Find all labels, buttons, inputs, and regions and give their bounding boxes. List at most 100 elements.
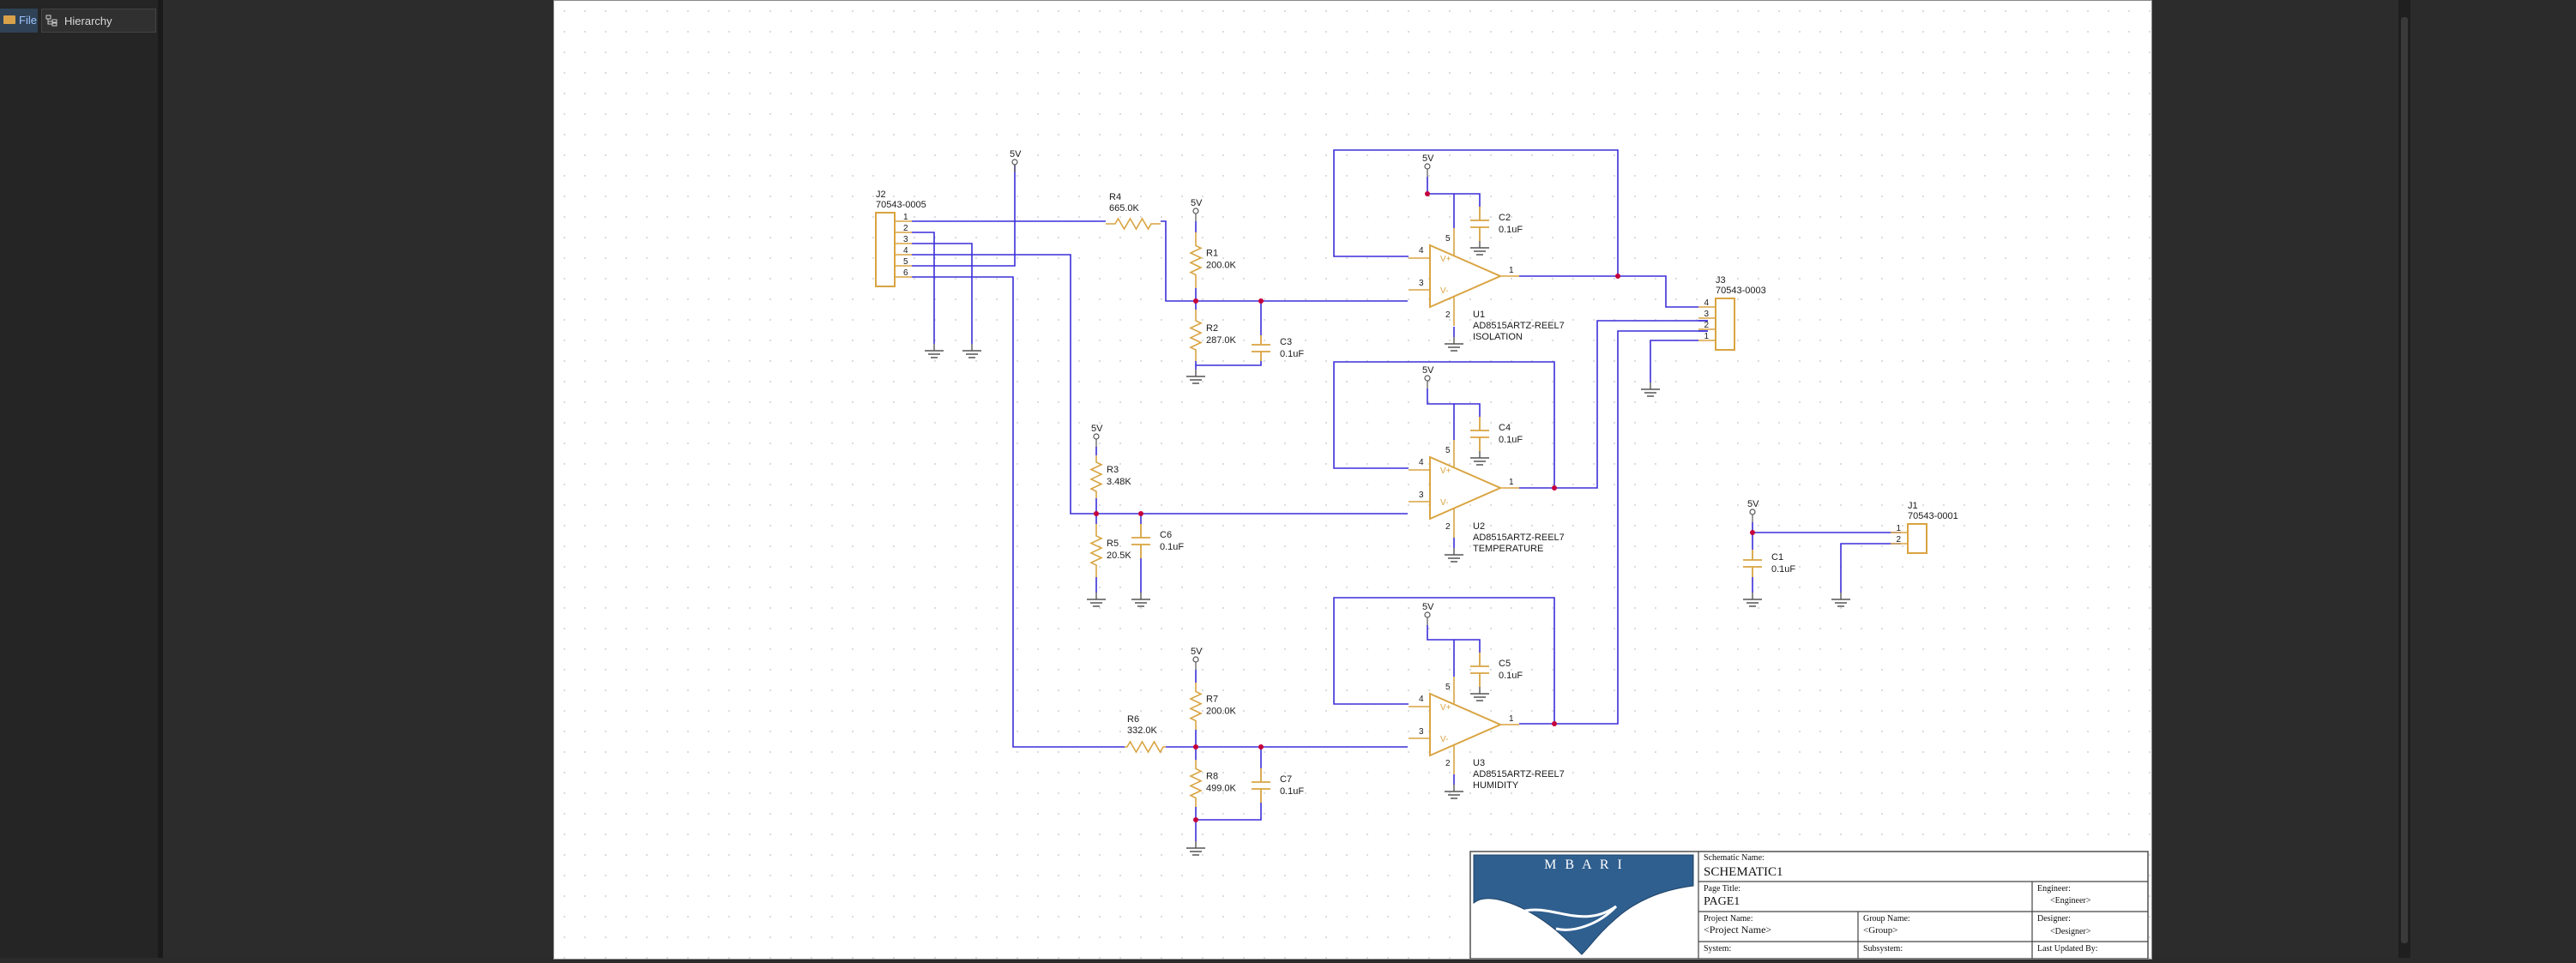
junction-dot [1193,298,1198,304]
opamp-pin-4: 4 [1419,458,1424,467]
wire [912,276,1125,748]
capacitor-c2[interactable]: C20.1uF [1470,207,1523,241]
opamp-pin-1: 1 [1509,478,1514,487]
junction-dot [1138,511,1143,516]
capacitor-c4[interactable]: C40.1uF [1470,417,1523,451]
junction-dot [1094,511,1099,516]
capacitor-body [1131,524,1150,558]
ground-lines [1445,548,1463,563]
opamp-pin-2: 2 [1445,759,1451,768]
ground-symbol [1445,548,1463,563]
opamp-pins [1409,677,1519,774]
junction-dot [1258,298,1264,304]
capacitor-c5[interactable]: C50.1uF [1470,653,1523,687]
hierarchy-icon [45,15,57,27]
ground-symbol [1445,785,1463,799]
capacitor-c6[interactable]: C60.1uF [1131,524,1184,558]
capacitor-ref: C7 [1280,774,1292,785]
ground-lines [1470,451,1489,466]
resistor-r3[interactable]: R33.48K [1089,455,1131,498]
project-panel: File Hierarchy [0,0,163,958]
engineer-label: Engineer: [2037,884,2071,894]
power-terminal [1093,433,1100,440]
capacitor-body [1743,550,1762,577]
resistor-ref: R5 [1107,539,1119,549]
resistor-ref: R4 [1109,192,1121,202]
system-label: System: [1704,944,1731,954]
ground-lines [1186,841,1205,856]
mbari-logo-wave [1521,905,1618,931]
capacitor-c3[interactable]: C30.1uF [1252,335,1304,361]
resistor-value: 287.0K [1206,335,1237,346]
schematic-name-label: Schematic Name: [1704,853,1765,863]
wire [1427,177,1455,228]
resistor-body [1189,683,1203,730]
tab-hierarchy[interactable]: Hierarchy [41,9,156,33]
tab-file-label: File [19,14,37,27]
connector-pin-number: 1 [1704,332,1709,341]
capacitor-value: 0.1uF [1499,671,1523,681]
capacitor-body [1252,335,1270,361]
ground-lines [1445,337,1463,352]
capacitor-c1[interactable]: C10.1uF [1743,550,1795,577]
power-5v-symbol: 5V [1422,153,1434,177]
ground-symbol [1470,241,1489,256]
vertical-scrollbar[interactable] [2398,0,2410,958]
opamp-pin-2: 2 [1445,310,1451,320]
resistor-body [1189,232,1203,288]
capacitor-value: 0.1uF [1771,564,1795,575]
power-label: 5V [1422,153,1434,164]
group-name-label: Group Name: [1863,914,1910,924]
capacitor-c7[interactable]: C70.1uF [1252,768,1304,803]
resistor-body [1089,455,1103,498]
resistor-value: 20.5K [1107,551,1131,561]
ground-lines [1445,785,1463,799]
connector-pin-number: 1 [1896,524,1901,533]
power-label: 5V [1191,198,1203,208]
ground-lines [1743,593,1762,607]
capacitor-body [1470,417,1489,451]
connector-pin-number: 5 [903,257,908,267]
capacitor-value: 0.1uF [1499,225,1523,235]
resistor-value: 332.0K [1127,725,1158,736]
wire [1196,361,1262,366]
wire [1519,330,1708,725]
last-updated-label: Last Updated By: [2037,944,2098,954]
opamp-vplus-label: V+ [1440,255,1451,264]
tab-file[interactable]: File [0,9,38,33]
connector-part: 70543-0003 [1716,286,1766,296]
power-5v-symbol: 5V [1091,424,1103,447]
tab-hierarchy-label: Hierarchy [64,15,112,27]
ground-symbol [962,344,981,358]
designer-value: <Designer> [2050,927,2091,936]
resistor-r5[interactable]: R5 20.5K [1089,524,1131,577]
scrollbar-thumb[interactable] [2401,17,2408,943]
ground-lines [1641,382,1660,397]
subsystem-label: Subsystem: [1863,944,1903,954]
resistor-ref: R3 [1107,465,1119,475]
schematic-name: SCHEMATIC1 [1704,865,1783,879]
ground-symbol [1131,593,1150,607]
group-name: <Group> [1863,925,1898,936]
opamp-part: AD8515ARTZ-REEL7 [1473,533,1565,543]
connector-body [1715,298,1735,351]
power-terminal [1424,375,1431,382]
opamp-triangle [1429,692,1503,757]
wire [1840,543,1901,593]
resistor-ref: R2 [1206,323,1218,334]
